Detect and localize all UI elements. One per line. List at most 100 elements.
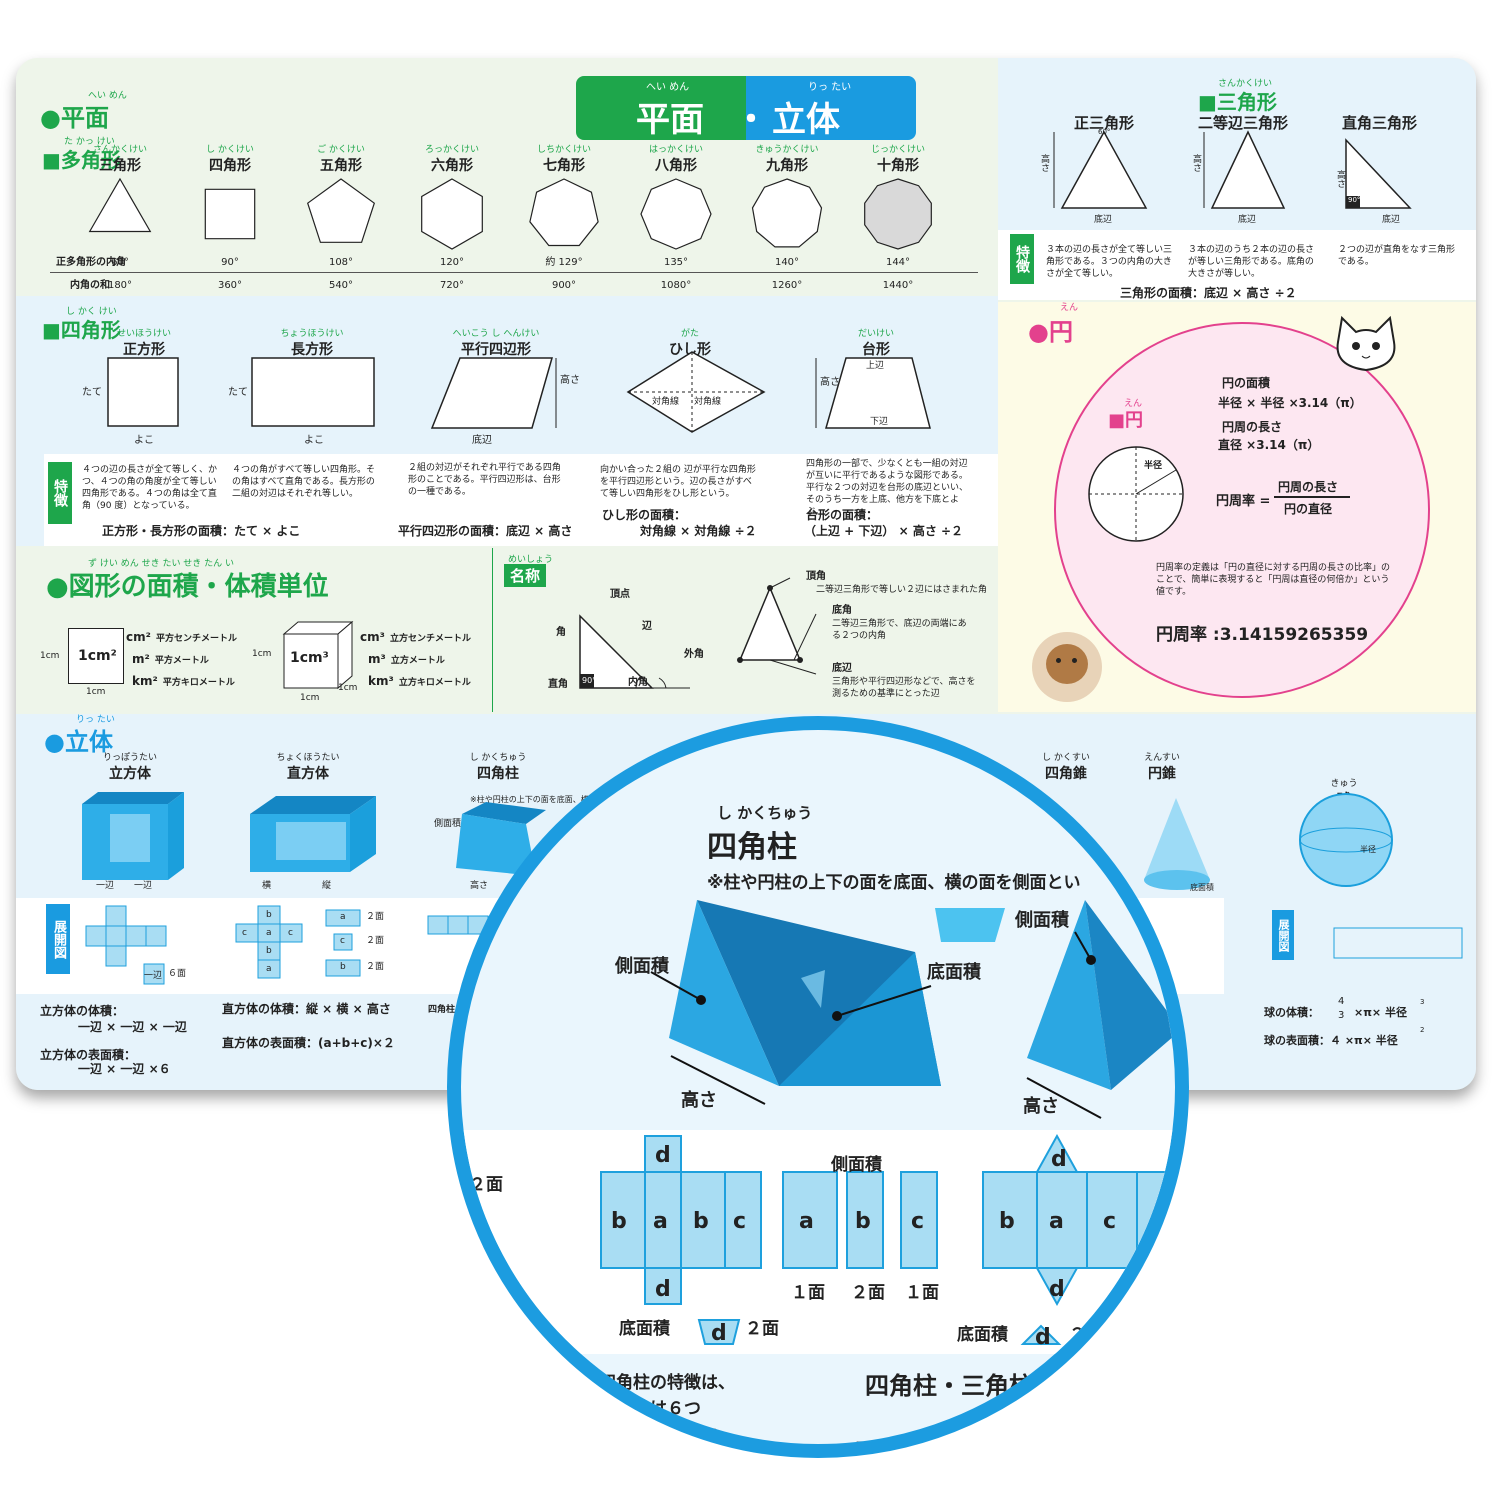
lens-base-count-right: ２面 (1069, 1325, 1103, 1345)
svg-text:c: c (1103, 1209, 1116, 1234)
volume-unit-row: km³ 立方キロメートル (368, 670, 471, 689)
trap-area-formula: （上辺 + 下辺） × 高さ ÷２ (804, 524, 964, 538)
polygon-column: じっかくけい 十角形 (848, 142, 948, 175)
volume-unit-symbol: km³ (368, 674, 394, 688)
triangle-panel: さんかくけい ■三角形 正三角形 二等辺三角形 直角三角形 高さ 高さ 高さ 底… (998, 58, 1476, 300)
lens-big-title-2: 四角柱 (855, 1438, 927, 1458)
quad-name: ひし形 (669, 342, 711, 358)
svg-text:d: d (1049, 1277, 1065, 1302)
box-tate: 縦 (322, 881, 332, 891)
solid-column-title: し かくすい 四角錐 (1016, 750, 1116, 783)
right-feature: ２つの辺が直角をなす三角形である。 (1338, 245, 1456, 267)
solid-name: 四角柱 (477, 766, 519, 782)
svg-text:a: a (653, 1209, 668, 1234)
volume-unit-name: 立方キロメートル (398, 678, 471, 688)
triangle-area-formula: 三角形の面積：底辺 × 高さ ÷２ (1120, 286, 1297, 300)
lens-2faces-a: ２面 (469, 1175, 503, 1195)
circle-sub-ruby: えん (1124, 399, 1143, 409)
lens-side-area-right: 側面積 (1015, 910, 1069, 931)
square-tate: たて (82, 387, 102, 398)
lens-1face-a: １面 (791, 1283, 825, 1303)
polygon-column: はっかくけい 八角形 (626, 142, 726, 175)
rectangle-shape (251, 357, 375, 427)
svg-text:d: d (1035, 1325, 1051, 1350)
right-takasa: 高さ (1335, 170, 1345, 188)
label-teihen: 底辺 (832, 663, 852, 674)
names-ruby: めいしょう (508, 555, 554, 565)
label-naikaku: 内角 (628, 677, 648, 688)
interior-angle-value: 140° (774, 257, 800, 268)
label-hen: 辺 (642, 621, 652, 632)
right-angle-label: 90° (1348, 196, 1361, 204)
triangle-shapes (1053, 130, 1412, 209)
small-circle-diagram (1088, 446, 1184, 542)
interior-angle-value: 108° (328, 257, 354, 268)
lens-feature-line-1: 四角柱の特徴は、 (599, 1373, 735, 1393)
polygon-column: ご かくけい 五角形 (291, 142, 391, 175)
cube-side-d: 1cm (338, 683, 358, 693)
polygon-heading: ■多角形 (42, 148, 121, 172)
lens-title: 四角柱 (707, 830, 797, 865)
lens-prism-drawing (650, 900, 1175, 1119)
square-yoko: よこ (134, 435, 154, 446)
parallelogram-shape (430, 357, 553, 429)
cube-side-h: 1cm (300, 693, 320, 703)
svg-text:d: d (655, 1277, 671, 1302)
lens-feature-line-2: 面の数は６つ (599, 1399, 701, 1419)
desc-teikaku: 二等辺三角形で、底辺の両端にある２つの内角 (832, 619, 967, 641)
circle-length-title: 円周の長さ (1222, 420, 1283, 434)
label-gaikaku: 外角 (684, 649, 704, 660)
piece-c-count: ２面 (366, 936, 385, 946)
svg-text:a: a (799, 1209, 814, 1234)
svg-text:b: b (693, 1209, 709, 1234)
cube-surface-formula: 一辺 × 一辺 ×６ (78, 1062, 171, 1076)
lens-takasa-right: 高さ (1023, 1096, 1059, 1117)
para-area-formula: 平行四辺形の面積：底辺 × 高さ (398, 524, 573, 538)
lens-big-title: 四角柱・三角柱 (865, 1372, 1033, 1400)
trap-katei: 下辺 (870, 417, 889, 427)
quad-column-title: せいほうけい 正方形 (74, 326, 214, 359)
table-divider (50, 272, 978, 273)
polygon-column: し かくけい 四角形 (180, 142, 280, 175)
box-yoko: 横 (262, 881, 272, 891)
eq-takasa: 高さ (1039, 154, 1049, 172)
polygon-shape (529, 178, 599, 247)
polygon-ruby: た かっ けい (64, 137, 115, 147)
lens-note: ※柱や円柱の上下の面を底面、横の面を側面とい (707, 873, 1081, 893)
piece-a: a (340, 912, 346, 922)
square-side-label-h: 1cm (86, 687, 106, 697)
polygon-ruby-text: ろっかくけい (424, 145, 479, 155)
circle-heading: ●円 (1028, 318, 1073, 346)
rhombus-diag-label1: 対角線 (652, 397, 680, 407)
trap-area-title: 台形の面積： (806, 508, 879, 522)
quad-column-title: ちょうほうけい 長方形 (242, 326, 382, 359)
circle-sub-heading: ■円 (1108, 410, 1144, 431)
net-box-c-left: c (242, 928, 247, 938)
rhombus-area-title: ひし形の面積： (602, 508, 687, 522)
para-feature: ２組の対辺がそれぞれ平行である四角形のことである。平行四辺形は、台形の一種である… (408, 463, 561, 497)
svg-text:b: b (855, 1209, 871, 1234)
cube-ippen-2: 一辺 (134, 881, 153, 891)
isosceles-title: 二等辺三角形 (1198, 114, 1289, 132)
area-unit-name: 平方メートル (154, 656, 209, 666)
equilateral-title: 正三角形 (1074, 114, 1135, 132)
poster-board: へい めん ●平面 た かっ けい ■多角形 へい めん りっ たい 平面 ・ … (16, 58, 1476, 1090)
solid-ruby-text: きゅう (1330, 779, 1358, 789)
polygon-shape (421, 178, 483, 250)
lens-side-label: 側面積 (831, 1155, 882, 1175)
lens-net-d-top: d (655, 1143, 671, 1168)
net-box-c-right: c (288, 928, 293, 938)
volume-unit-row: m³ 立方メートル (368, 648, 445, 667)
prism-note: ※柱や円柱の上下の面を底面、横の面を側面とい (470, 795, 645, 804)
names-diagram (579, 577, 817, 689)
quad-shapes (107, 351, 931, 433)
lens-net-drawing: d b a b c d d a b c d b a c a d d (600, 1133, 1175, 1350)
net-cube-6faces: ６面 (168, 969, 187, 979)
plane-heading: ●平面 (40, 104, 109, 132)
units-heading: ●図形の面積・体積単位 (46, 572, 329, 602)
area-unit-row: m² 平方メートル (132, 648, 209, 667)
eq-angle-top: 60° (1098, 128, 1111, 136)
cube-unit-label: 1cm³ (290, 650, 329, 666)
circle-ruby: えん (1060, 303, 1079, 313)
label-chouten: 頂点 (610, 589, 630, 600)
